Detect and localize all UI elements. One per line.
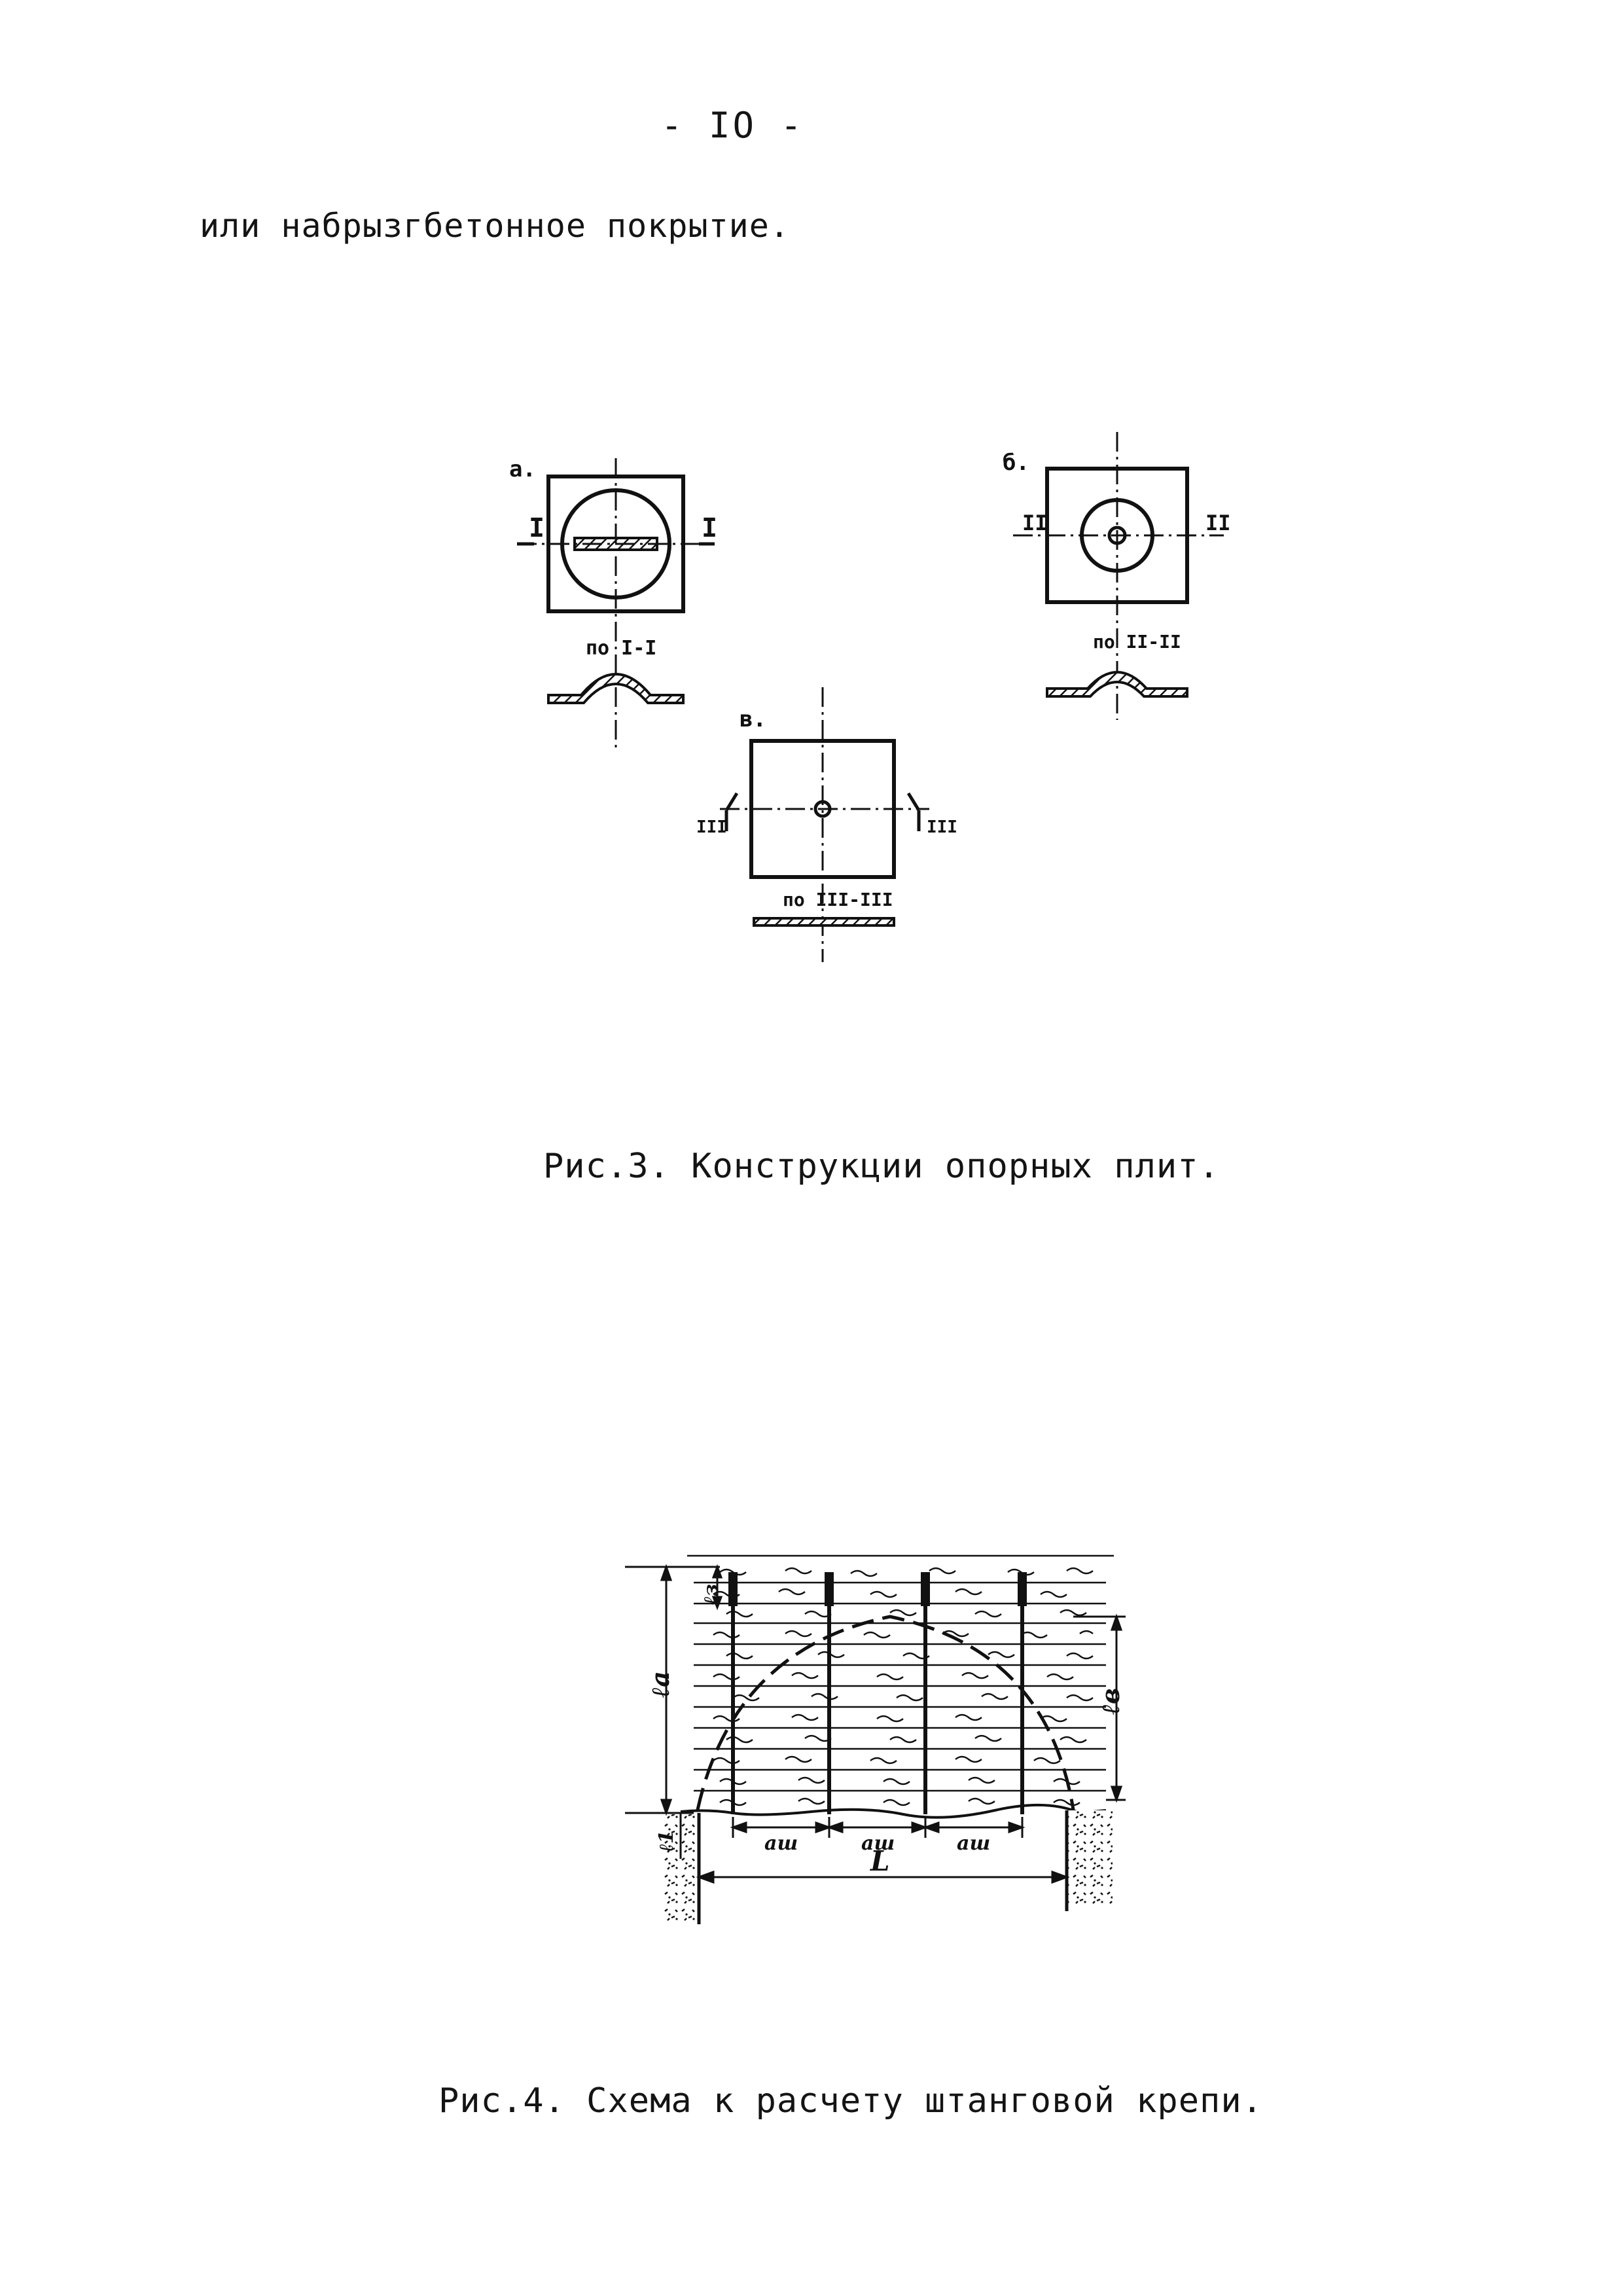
dimension-lines [625, 1564, 1126, 1884]
bolt-anchor [921, 1572, 930, 1606]
label-span-L: L [870, 1845, 890, 1877]
figure-4-caption: Рис.4. Схема к расчету штанговой крепи. [438, 2081, 1263, 2121]
body-text-line: или набрызгбетонное покрытие. [200, 207, 790, 245]
plate-a-section-mark-left: I [529, 513, 544, 543]
plate-c-section-mark-right: III [927, 817, 957, 837]
label-l-a: ℓа [645, 1671, 675, 1698]
rock-layers [687, 1554, 1114, 1792]
label-l-1: ℓ1 [655, 1830, 678, 1852]
plate-variant-b: б. II II по II-II [1003, 432, 1231, 720]
plate-a-section-profile [547, 673, 685, 704]
plate-c-section-profile [753, 917, 895, 927]
variant-a-label: а. [509, 456, 536, 482]
plate-b-section-mark-left: II [1022, 511, 1048, 535]
label-l-z: ℓз [700, 1584, 722, 1605]
right-wall-rock [1067, 1810, 1113, 1909]
bolt-anchor [1018, 1572, 1027, 1606]
label-a-sh-2: aш [861, 1832, 895, 1855]
page-number: - IO - [661, 105, 805, 146]
plate-variant-c: в. III III по III-III [696, 687, 957, 962]
label-a-sh-3: aш [957, 1832, 990, 1855]
bolt-anchor [825, 1572, 834, 1606]
label-a-sh-1: aш [764, 1832, 798, 1855]
plate-c-section-label: по III-III [783, 889, 893, 910]
plate-b-section-label: по II-II [1093, 631, 1181, 653]
variant-b-label: б. [1003, 450, 1029, 476]
label-l-v: ℓв [1096, 1688, 1125, 1715]
figure-3-caption: Рис.3. Конструкции опорных плит. [543, 1147, 1220, 1186]
bolt-anchor [728, 1572, 738, 1606]
plate-a-section-label: по I-I [586, 637, 656, 660]
plate-c-section-mark-left: III [696, 817, 727, 837]
plate-variant-a: а. I I по I-I [509, 456, 717, 753]
variant-c-label: в. [740, 706, 766, 732]
plate-b-section-mark-right: II [1205, 511, 1231, 535]
plate-a-section-mark-right: I [702, 513, 717, 543]
plate-b-section-profile [1046, 671, 1188, 698]
rock-bolts [728, 1572, 1027, 1814]
figure-4-drawing: ℓз ℓа ℓв ℓ1 aш aш aш L [625, 1554, 1126, 1924]
